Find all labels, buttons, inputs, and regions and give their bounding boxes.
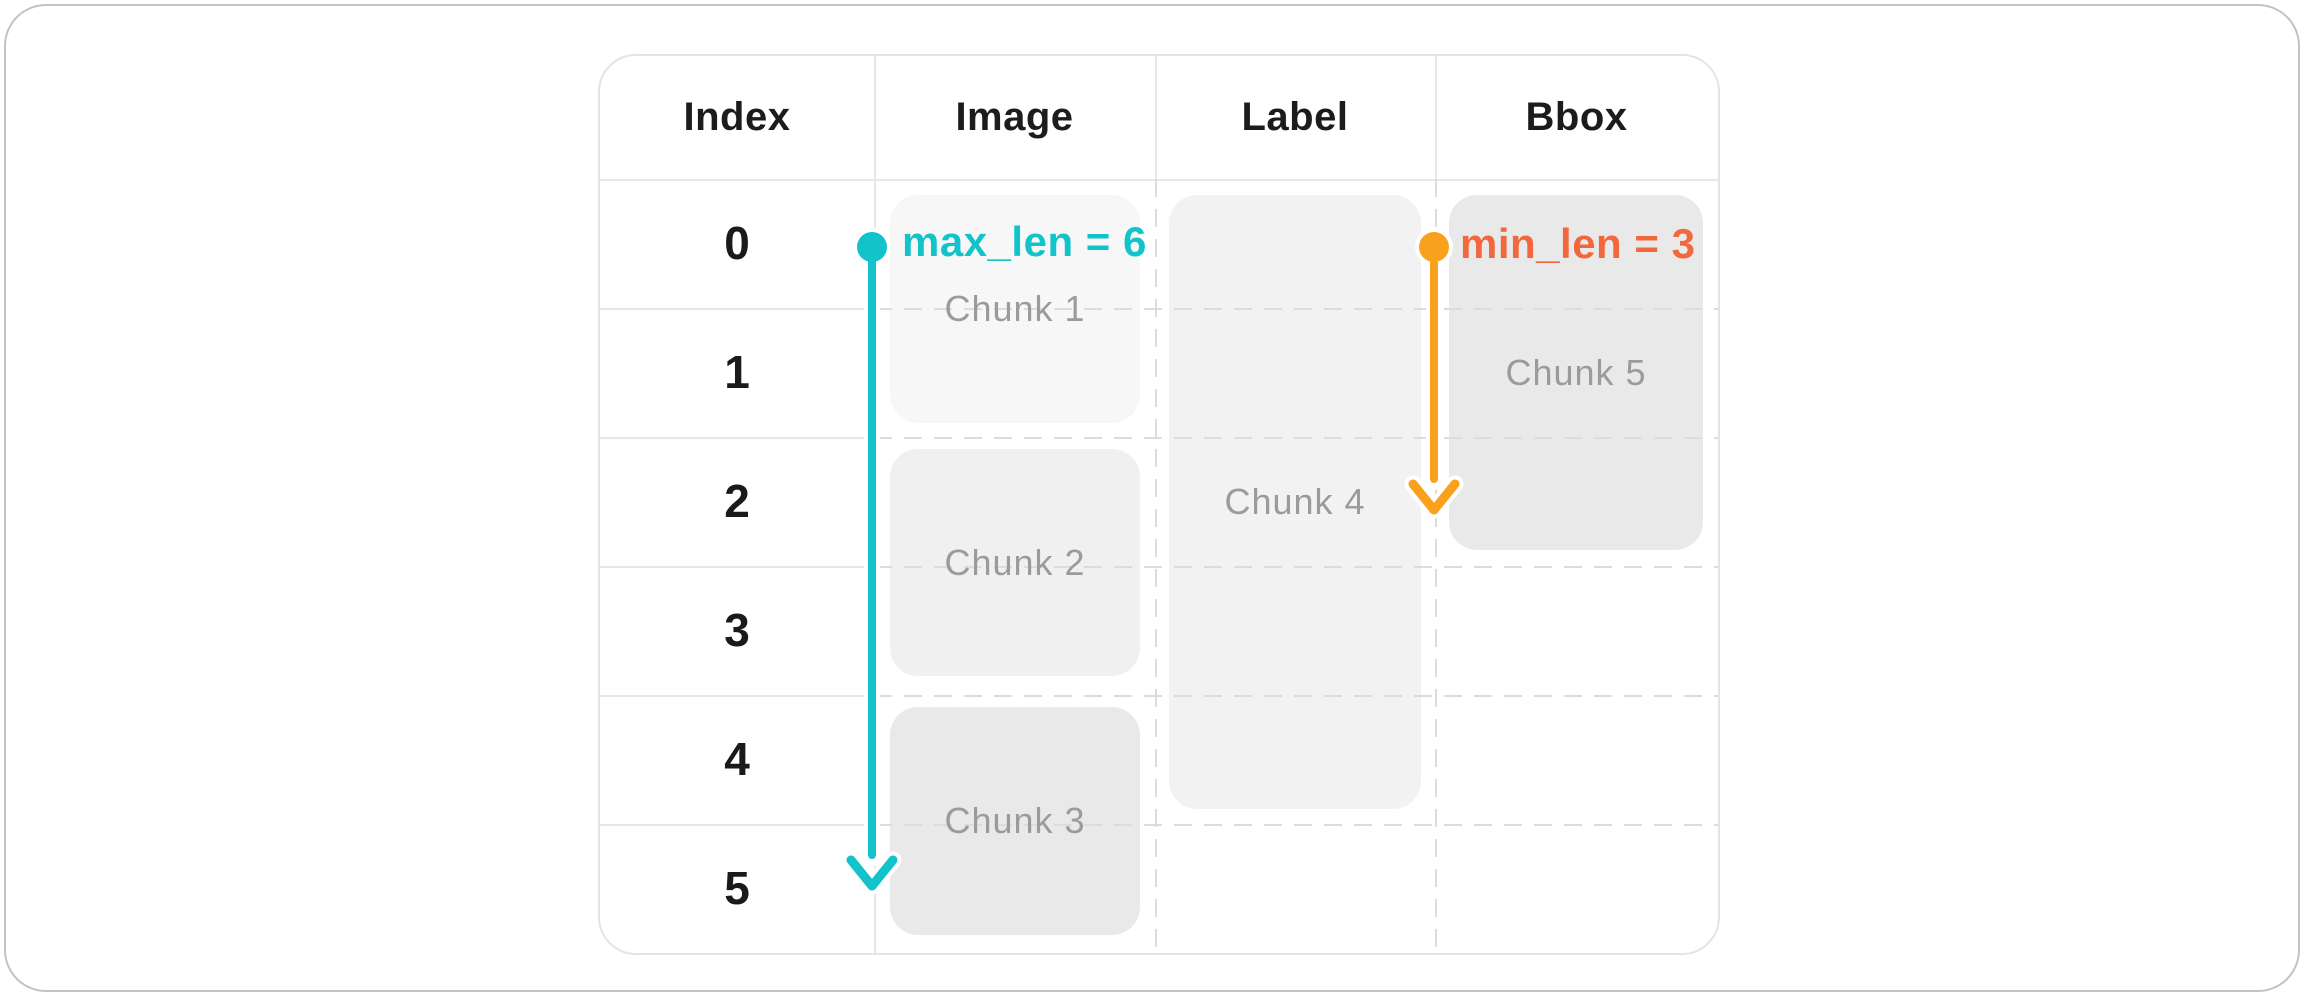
column-divider-image-label-header <box>1155 56 1157 179</box>
column-header-image: Image <box>955 95 1074 139</box>
dashed-row-line <box>874 695 1718 697</box>
chunking-table: Index Image Label Bbox 0 1 2 3 4 5 Chunk… <box>598 54 1720 955</box>
column-header-label: Label <box>1241 95 1349 139</box>
chunk-5-label: Chunk 5 <box>1505 351 1647 393</box>
chunk-3-label: Chunk 3 <box>944 800 1086 841</box>
chunk-3-box <box>890 707 1140 935</box>
max-len-arrow <box>842 228 902 895</box>
dashed-column-divider-image-label <box>1155 179 1157 953</box>
dashed-row-line <box>874 566 1718 568</box>
max-len-arrowhead <box>846 855 898 891</box>
chunk-2-label: Chunk 2 <box>944 541 1086 583</box>
column-header-bbox: Bbox <box>1525 95 1628 139</box>
min-len-arrow-dot <box>1419 232 1449 262</box>
index-cell-1: 1 <box>724 346 750 398</box>
index-cell-3: 3 <box>724 604 750 656</box>
row-line <box>600 437 874 439</box>
index-cell-4: 4 <box>724 733 750 785</box>
column-divider-label-bbox-header <box>1435 56 1437 179</box>
dashed-row-line <box>874 308 1718 310</box>
index-cell-2: 2 <box>724 475 750 527</box>
chunk-4-label: Chunk 4 <box>1224 481 1366 522</box>
min-len-arrowhead <box>1408 479 1460 515</box>
dashed-row-line <box>874 437 1718 439</box>
column-header-index: Index <box>683 95 791 139</box>
header-divider-line <box>600 179 1718 181</box>
max-len-annotation: max_len = 6 <box>902 218 1147 265</box>
row-line <box>600 695 874 697</box>
chunk-1-label: Chunk 1 <box>944 288 1086 329</box>
chunk-2-box <box>890 449 1140 676</box>
min-len-annotation: min_len = 3 <box>1460 220 1696 267</box>
row-line <box>600 308 874 310</box>
chunk-5-box <box>1449 195 1703 550</box>
min-len-arrow <box>1404 228 1464 519</box>
dashed-column-divider-label-bbox <box>1435 179 1437 953</box>
index-cell-5: 5 <box>724 862 750 914</box>
row-line <box>600 566 874 568</box>
row-line <box>600 824 874 826</box>
chunk-4-box <box>1169 195 1421 809</box>
max-len-arrow-dot <box>857 232 887 262</box>
dashed-row-line <box>874 824 1718 826</box>
index-cell-0: 0 <box>724 217 750 269</box>
table-clip-area: Index Image Label Bbox 0 1 2 3 4 5 Chunk… <box>600 56 1718 953</box>
